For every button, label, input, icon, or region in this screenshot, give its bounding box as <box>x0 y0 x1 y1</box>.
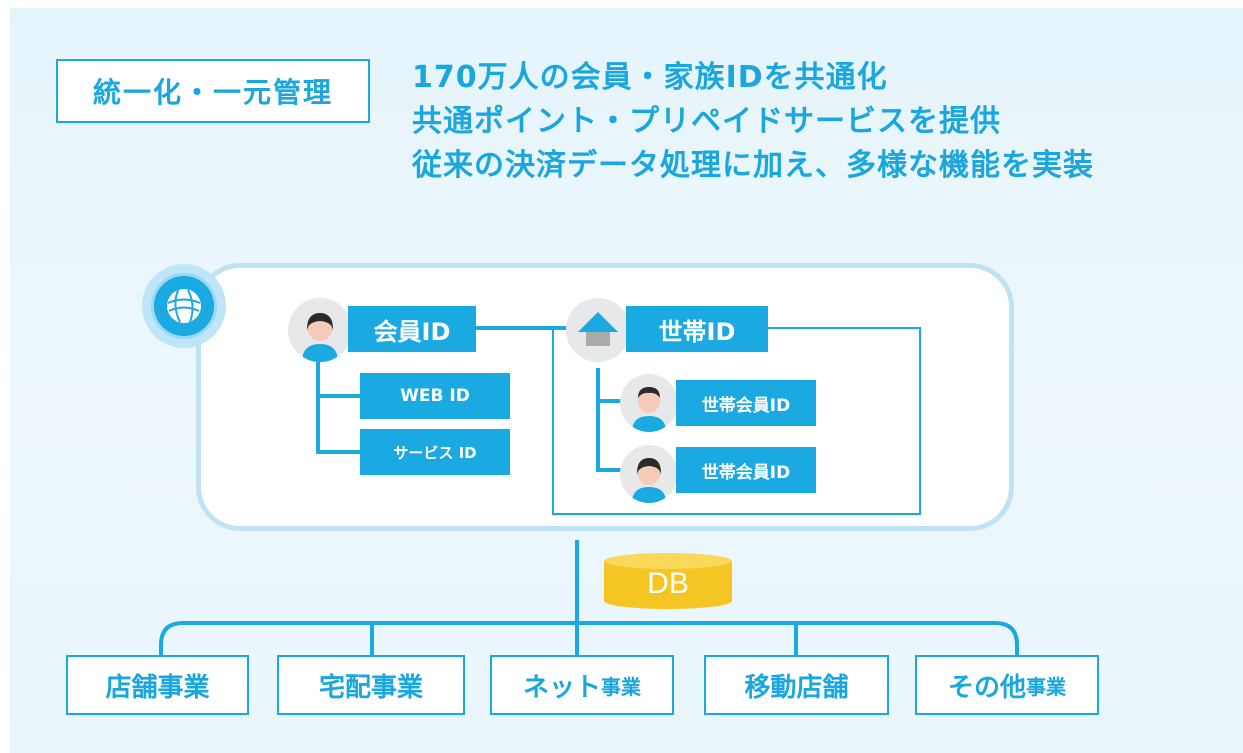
business-delivery-text: 宅配事業 <box>318 672 423 703</box>
title-text: 統一化・一元管理 <box>92 76 333 109</box>
woman-avatar-icon <box>288 298 352 362</box>
business-mobile-store-text: 移動店舗 <box>744 672 849 703</box>
man-avatar-icon <box>620 374 678 432</box>
household-member-id-2-text: 世帯会員ID <box>701 462 791 483</box>
business-net-suffix: 事業 <box>601 674 641 699</box>
service-id-box: サービス ID <box>360 429 510 475</box>
title-box: 統一化・一元管理 <box>56 59 370 123</box>
woman-avatar-icon <box>620 445 678 503</box>
service-id-text: サービス ID <box>393 443 477 462</box>
headline-line-1: 170万人の会員・家族IDを共通化 <box>412 60 888 95</box>
business-delivery: 宅配事業 <box>277 655 465 715</box>
business-store: 店舗事業 <box>66 655 249 715</box>
household-member-id-1-text: 世帯会員ID <box>701 395 791 416</box>
household-id-label: 世帯ID <box>626 306 768 352</box>
database-label: DB <box>647 567 689 600</box>
web-id-box: WEB ID <box>360 373 510 419</box>
headline-line-2: 共通ポイント・プリペイドサービスを提供 <box>412 104 1001 139</box>
web-id-text: WEB ID <box>400 386 470 406</box>
house-icon <box>566 298 630 362</box>
member-id-label: 会員ID <box>348 306 476 352</box>
business-mobile-store: 移動店舗 <box>704 655 889 715</box>
globe-logo-icon <box>142 264 226 348</box>
household-member-id-1: 世帯会員ID <box>676 380 816 426</box>
business-other-suffix: 事業 <box>1026 674 1066 699</box>
database-icon <box>604 553 732 609</box>
headline: 170万人の会員・家族IDを共通化 共通ポイント・プリペイドサービスを提供 従来… <box>412 56 1094 188</box>
business-net-text: ネット <box>522 672 601 703</box>
business-net: ネット事業 <box>490 655 674 715</box>
household-id-text: 世帯ID <box>658 317 736 346</box>
household-member-id-2: 世帯会員ID <box>676 447 816 493</box>
member-id-text: 会員ID <box>373 317 451 346</box>
headline-line-3: 従来の決済データ処理に加え、多様な機能を実装 <box>412 148 1094 183</box>
business-other-text: その他 <box>947 672 1026 703</box>
business-store-text: 店舗事業 <box>105 672 210 703</box>
business-other: その他事業 <box>915 655 1099 715</box>
